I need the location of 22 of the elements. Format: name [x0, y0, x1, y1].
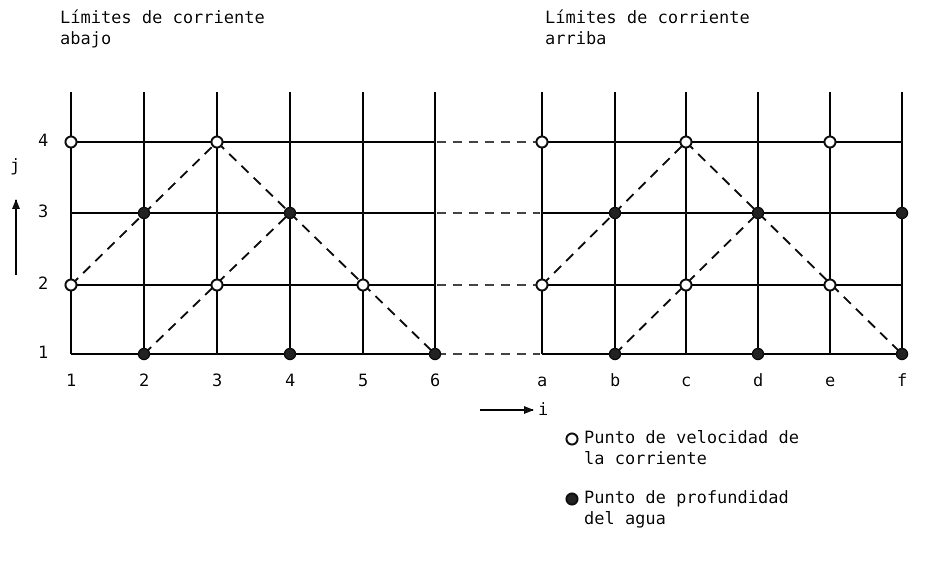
column-index: f: [897, 371, 908, 392]
column-index: b: [610, 371, 620, 392]
column-index: 1: [66, 371, 76, 392]
column-index: c: [681, 371, 692, 392]
row-index: 3: [38, 202, 48, 223]
column-index: d: [753, 371, 764, 392]
row-index: 2: [38, 274, 48, 295]
column-index: 3: [212, 371, 222, 392]
axis-label: j: [10, 156, 20, 177]
axis-label: i: [538, 400, 548, 421]
column-index: 5: [358, 371, 368, 392]
column-index: 6: [430, 371, 440, 392]
column-index: a: [537, 371, 548, 392]
legend-text: Punto de profundidad del agua: [584, 488, 790, 530]
column-index: e: [825, 371, 836, 392]
grid-title: Límites de corriente abajo: [60, 8, 266, 50]
column-index: 4: [285, 371, 296, 392]
column-index: 2: [139, 371, 150, 392]
row-index: 4: [38, 131, 48, 152]
legend-text: Punto de velocidad de la corriente: [584, 428, 800, 470]
grid-title: Límites de corriente arriba: [545, 8, 751, 50]
row-index: 1: [38, 343, 48, 364]
